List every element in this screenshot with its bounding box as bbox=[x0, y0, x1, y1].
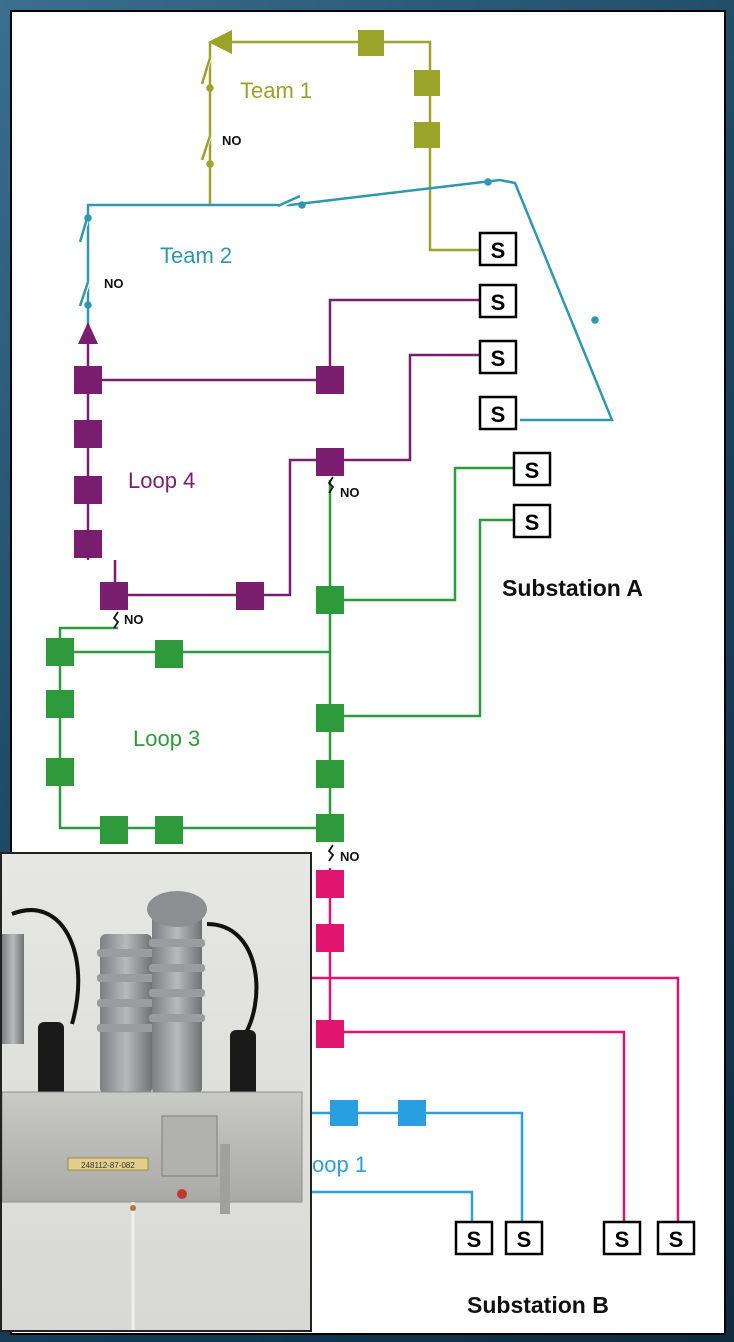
source-box: S bbox=[512, 503, 552, 539]
source-box: S bbox=[602, 1220, 642, 1256]
substation-b-sources: S S S S bbox=[454, 1220, 696, 1256]
svg-text:S: S bbox=[525, 458, 540, 483]
loop3-label: Loop 3 bbox=[133, 726, 200, 751]
loop3-devices bbox=[46, 586, 344, 844]
source-box: S bbox=[478, 231, 518, 267]
source-box: S bbox=[478, 395, 518, 431]
substation-a-sources: S S S S S S bbox=[478, 231, 552, 539]
team1-switches bbox=[200, 57, 214, 168]
team2-label: Team 2 bbox=[160, 243, 232, 268]
svg-text:S: S bbox=[669, 1227, 684, 1252]
no-label-loop4-bottom: NO bbox=[124, 612, 144, 627]
loop2-devices bbox=[316, 870, 344, 1048]
svg-text:S: S bbox=[491, 346, 506, 371]
svg-text:S: S bbox=[615, 1227, 630, 1252]
loop4-devices bbox=[74, 366, 344, 610]
no-switches bbox=[112, 476, 335, 862]
source-box: S bbox=[656, 1220, 696, 1256]
no-label-loop4: NO bbox=[340, 485, 360, 500]
no-label-team1: NO bbox=[222, 133, 242, 148]
svg-text:S: S bbox=[491, 402, 506, 427]
source-box: S bbox=[454, 1220, 494, 1256]
team2-circuit bbox=[86, 178, 614, 422]
photo-plate-text: 248112-87-082 bbox=[81, 1161, 135, 1170]
team1-label: Team 1 bbox=[240, 78, 312, 103]
recloser-photo: 248112-87-082 bbox=[0, 852, 312, 1332]
team1-arrow-icon bbox=[208, 30, 232, 54]
source-box: S bbox=[504, 1220, 544, 1256]
loop1-label: oop 1 bbox=[312, 1152, 367, 1177]
team2-switches bbox=[77, 178, 599, 324]
loop3-circuit bbox=[58, 466, 514, 830]
svg-text:S: S bbox=[525, 510, 540, 535]
source-box: S bbox=[478, 339, 518, 375]
no-label-team2: NO bbox=[104, 276, 124, 291]
loop4-label: Loop 4 bbox=[128, 468, 195, 493]
svg-text:S: S bbox=[517, 1227, 532, 1252]
svg-text:S: S bbox=[491, 290, 506, 315]
substation-b-label: Substation B bbox=[467, 1292, 609, 1318]
no-label-loop3: NO bbox=[340, 849, 360, 864]
source-box: S bbox=[478, 283, 518, 319]
svg-text:S: S bbox=[467, 1227, 482, 1252]
loop1-circuit bbox=[310, 1111, 524, 1222]
loop1-devices bbox=[330, 1100, 426, 1126]
source-box: S bbox=[512, 451, 552, 487]
loop4-arrow-icon bbox=[78, 322, 98, 344]
svg-text:S: S bbox=[491, 238, 506, 263]
team1-devices bbox=[358, 30, 440, 148]
substation-a-label: Substation A bbox=[502, 575, 643, 601]
recloser-illustration: 248112-87-082 bbox=[2, 891, 303, 1330]
loop4-circuit bbox=[86, 298, 480, 597]
